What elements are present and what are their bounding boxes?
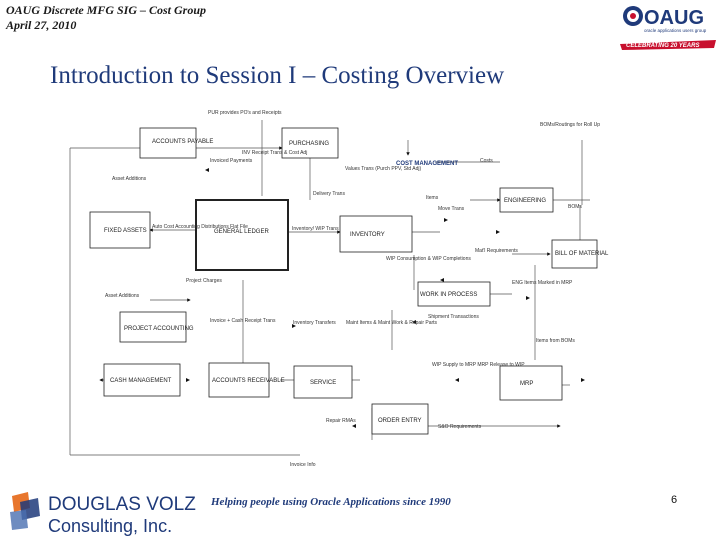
flow-value-trans: Values Trans (Purch PPV, Std Adj) [345, 166, 421, 172]
flow-project-charges: Project Charges [186, 278, 222, 284]
flow-wip-consumption: WIP Consumption & WIP Completions [386, 256, 471, 262]
box-order-entry [371, 403, 429, 435]
label-cost-management: COST MANAGEMENT [396, 161, 458, 167]
header-line1: OAUG Discrete MFG SIG – Cost Group [6, 3, 207, 17]
flow-shipment: Shipment Transactions [428, 314, 479, 320]
flow-boms: BOMs [568, 204, 582, 210]
box-bill-of-material [551, 239, 598, 269]
page-number: 6 [671, 494, 678, 506]
flow-invoice-cash: Invoice + Cash Receipt Trans [210, 318, 276, 324]
oaug-logo-text: OAUG [644, 7, 704, 29]
header-line2: April 27, 2010 [6, 18, 77, 32]
flow-repair-rmas: Repair RMAs [326, 418, 356, 424]
box-engineering [499, 187, 554, 213]
box-project-accounting [119, 311, 187, 343]
label-engineering: ENGINEERING [504, 198, 546, 204]
box-accounts-payable [139, 127, 197, 159]
flow-inv-receipt-trans: INV Receipt Trans & Cost Adj [242, 150, 307, 156]
box-mrp [499, 365, 563, 401]
label-project-accounting: PROJECT ACCOUNTING [124, 326, 194, 332]
label-inventory: INVENTORY [350, 232, 385, 238]
oaug-logo-banner: CELEBRATING 20 YEARS [626, 43, 699, 49]
footer-tagline: Helping people using Oracle Applications… [211, 496, 451, 508]
label-cash-management: CASH MANAGEMENT [110, 378, 172, 384]
flow-wip-supply: WIP Supply to MRP MRP Release to WIP [432, 362, 525, 368]
dv-company-name: DOUGLAS VOLZ [48, 494, 196, 515]
label-accounts-receivable: ACCOUNTS RECEIVABLE [212, 378, 285, 384]
dv-company-sub: Consulting, Inc. [48, 516, 172, 536]
flow-inventory-transfers: Inventory Transfers [293, 320, 336, 326]
flow-maint-items: Maint Items & Maint Work & Repair Parts [346, 320, 438, 326]
page-title: Introduction to Session I – Costing Over… [50, 62, 505, 89]
flow-sao-requirements: S&O Requirements [438, 424, 482, 430]
label-work-in-process: WORK IN PROCESS [420, 292, 477, 298]
flow-move-trans: Move Trans [438, 206, 465, 212]
dv-emblem-icon [10, 492, 40, 530]
flow-invoiced-payments: Invoiced Payments [210, 158, 253, 164]
label-purchasing: PURCHASING [289, 141, 329, 147]
box-work-in-process [417, 281, 491, 307]
box-fixed-assets [89, 211, 151, 249]
flow-boms-routings: BOMs/Routings for Roll Up [540, 122, 600, 128]
box-accounts-receivable [208, 362, 270, 398]
label-fixed-assets: FIXED ASSETS [104, 228, 147, 234]
label-mrp: MRP [520, 381, 533, 387]
flow-mat-requirements: Mat'l Requirements [475, 248, 518, 254]
flow-costs: Costs [480, 158, 493, 164]
flow-auto-cost: Auto Cost Accounting Distributions Flat … [152, 224, 248, 230]
label-service: SERVICE [310, 380, 336, 386]
flow-items: Items [426, 195, 439, 201]
flow-items-from-boms: Items from BOMs [536, 338, 575, 344]
label-general-ledger: GENERAL LEDGER [214, 229, 269, 235]
douglas-volz-logo: DOUGLAS VOLZ Consulting, Inc. [10, 492, 196, 536]
label-accounts-payable: ACCOUNTS PAYABLE [152, 139, 213, 145]
flow-asset-additions: Asset Additions [112, 176, 147, 182]
box-cash-management [103, 363, 181, 397]
label-order-entry: ORDER ENTRY [378, 418, 422, 424]
box-service [293, 365, 353, 399]
oaug-logo: OAUG oracle applications users group CEL… [620, 6, 716, 50]
flow-eng-items: ENG Items Marked in MRP [512, 280, 573, 286]
oaug-logo-tagline: oracle applications users group [644, 28, 707, 33]
header-text: OAUG Discrete MFG SIG – Cost Group April… [6, 3, 206, 33]
box-general-ledger [195, 199, 289, 271]
flow-asset-additions-2: Asset Additions [105, 293, 140, 299]
flow-po-receipts: PUR provides PO's and Receipts [208, 110, 282, 116]
box-inventory [339, 215, 413, 253]
label-bill-of-material: BILL OF MATERIAL [555, 251, 609, 257]
flow-inventory-wip-trans: Inventory/ WIP Trans [292, 226, 339, 232]
flow-invoice-info: Invoice Info [290, 462, 316, 468]
flow-delivery-trans: Delivery Trans [313, 191, 345, 197]
box-purchasing [281, 127, 339, 159]
